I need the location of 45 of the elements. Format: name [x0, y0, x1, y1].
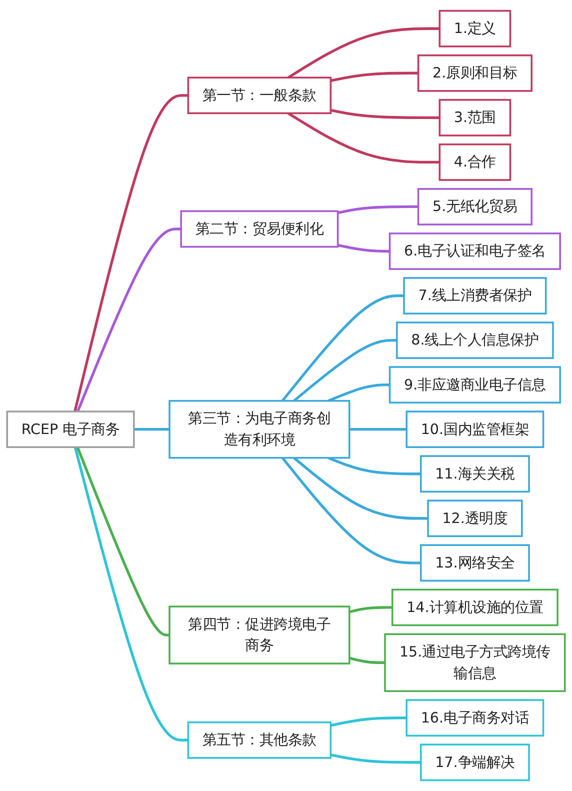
connector [76, 228, 182, 412]
connector [287, 27, 440, 79]
connector [287, 112, 440, 164]
node-box: 8.线上个人信息保护 [396, 322, 554, 359]
connector [134, 428, 170, 431]
node-box: 4.合作 [438, 144, 512, 181]
connector [330, 716, 407, 727]
connector [293, 456, 428, 520]
connector [281, 457, 421, 564]
connector [74, 94, 188, 412]
node-box: 12.透明度 [427, 500, 523, 538]
node-box: 1.定义 [438, 10, 512, 48]
node-box: 3.范围 [438, 98, 512, 136]
node-box: RCEP 电子商务 [6, 410, 135, 448]
node-box: 5.无纸化贸易 [417, 188, 532, 226]
node-box: 6.电子认证和电子签名 [388, 232, 561, 270]
connector [328, 383, 390, 402]
node-box: 第三节：为电子商务创造有利环境 [168, 400, 350, 459]
connector [338, 205, 418, 214]
node-box: 13.网络安全 [420, 544, 530, 582]
node-box: 16.电子商务对话 [406, 699, 544, 737]
connector [330, 754, 421, 764]
node-box: 17.争端解决 [420, 744, 530, 782]
connector [281, 294, 404, 402]
node-box: 第一节：一般条款 [187, 76, 332, 114]
connector [328, 456, 421, 476]
node-box: 9.非应邀商业电子信息 [388, 366, 561, 404]
node-box: 15.通过电子方式跨境传输信息 [384, 633, 566, 692]
connector [349, 428, 407, 431]
node-box: 10.国内监管框架 [406, 410, 544, 448]
connector [293, 338, 397, 402]
connector [349, 656, 385, 664]
connector [349, 606, 392, 614]
node-box: 11.海关关税 [420, 455, 530, 493]
node-box: 第二节：贸易便利化 [180, 210, 339, 248]
connector [74, 446, 188, 742]
connector [76, 446, 170, 636]
node-box: 第四节：促进跨境电子商务 [168, 606, 350, 664]
node-box: 第五节：其他条款 [187, 721, 332, 759]
connector [330, 72, 418, 82]
node-box: 14.计算机设施的位置 [391, 588, 558, 626]
connector [338, 244, 390, 253]
node-box: 7.线上消费者保护 [403, 277, 547, 314]
connector [330, 108, 440, 119]
node-box: 2.原则和目标 [417, 54, 532, 92]
